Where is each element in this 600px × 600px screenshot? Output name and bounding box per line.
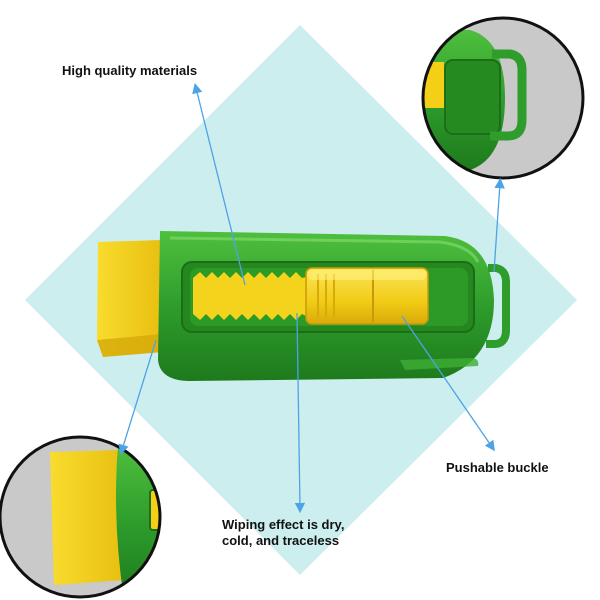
label-wiping-line1: Wiping effect is dry, <box>222 517 345 532</box>
hanging-loop <box>486 264 510 348</box>
eraser-product <box>97 231 510 381</box>
label-wiping-effect: Wiping effect is dry, cold, and traceles… <box>222 517 344 549</box>
arrow-inset-loop <box>493 177 505 273</box>
label-pushable-buckle: Pushable buckle <box>446 460 549 475</box>
arrow-materials <box>192 82 246 286</box>
inset-tip-detail <box>0 435 162 599</box>
eraser-tip <box>97 240 162 357</box>
arrow-wiping <box>294 312 306 514</box>
callout-arrows <box>118 82 505 514</box>
slider-buckle <box>305 267 429 325</box>
arrow-buckle <box>401 315 495 452</box>
eraser-strip <box>193 272 310 320</box>
arrow-inset-tip <box>118 339 157 455</box>
label-wiping-line2: cold, and traceless <box>222 533 340 548</box>
label-high-quality-materials: High quality materials <box>62 63 198 78</box>
